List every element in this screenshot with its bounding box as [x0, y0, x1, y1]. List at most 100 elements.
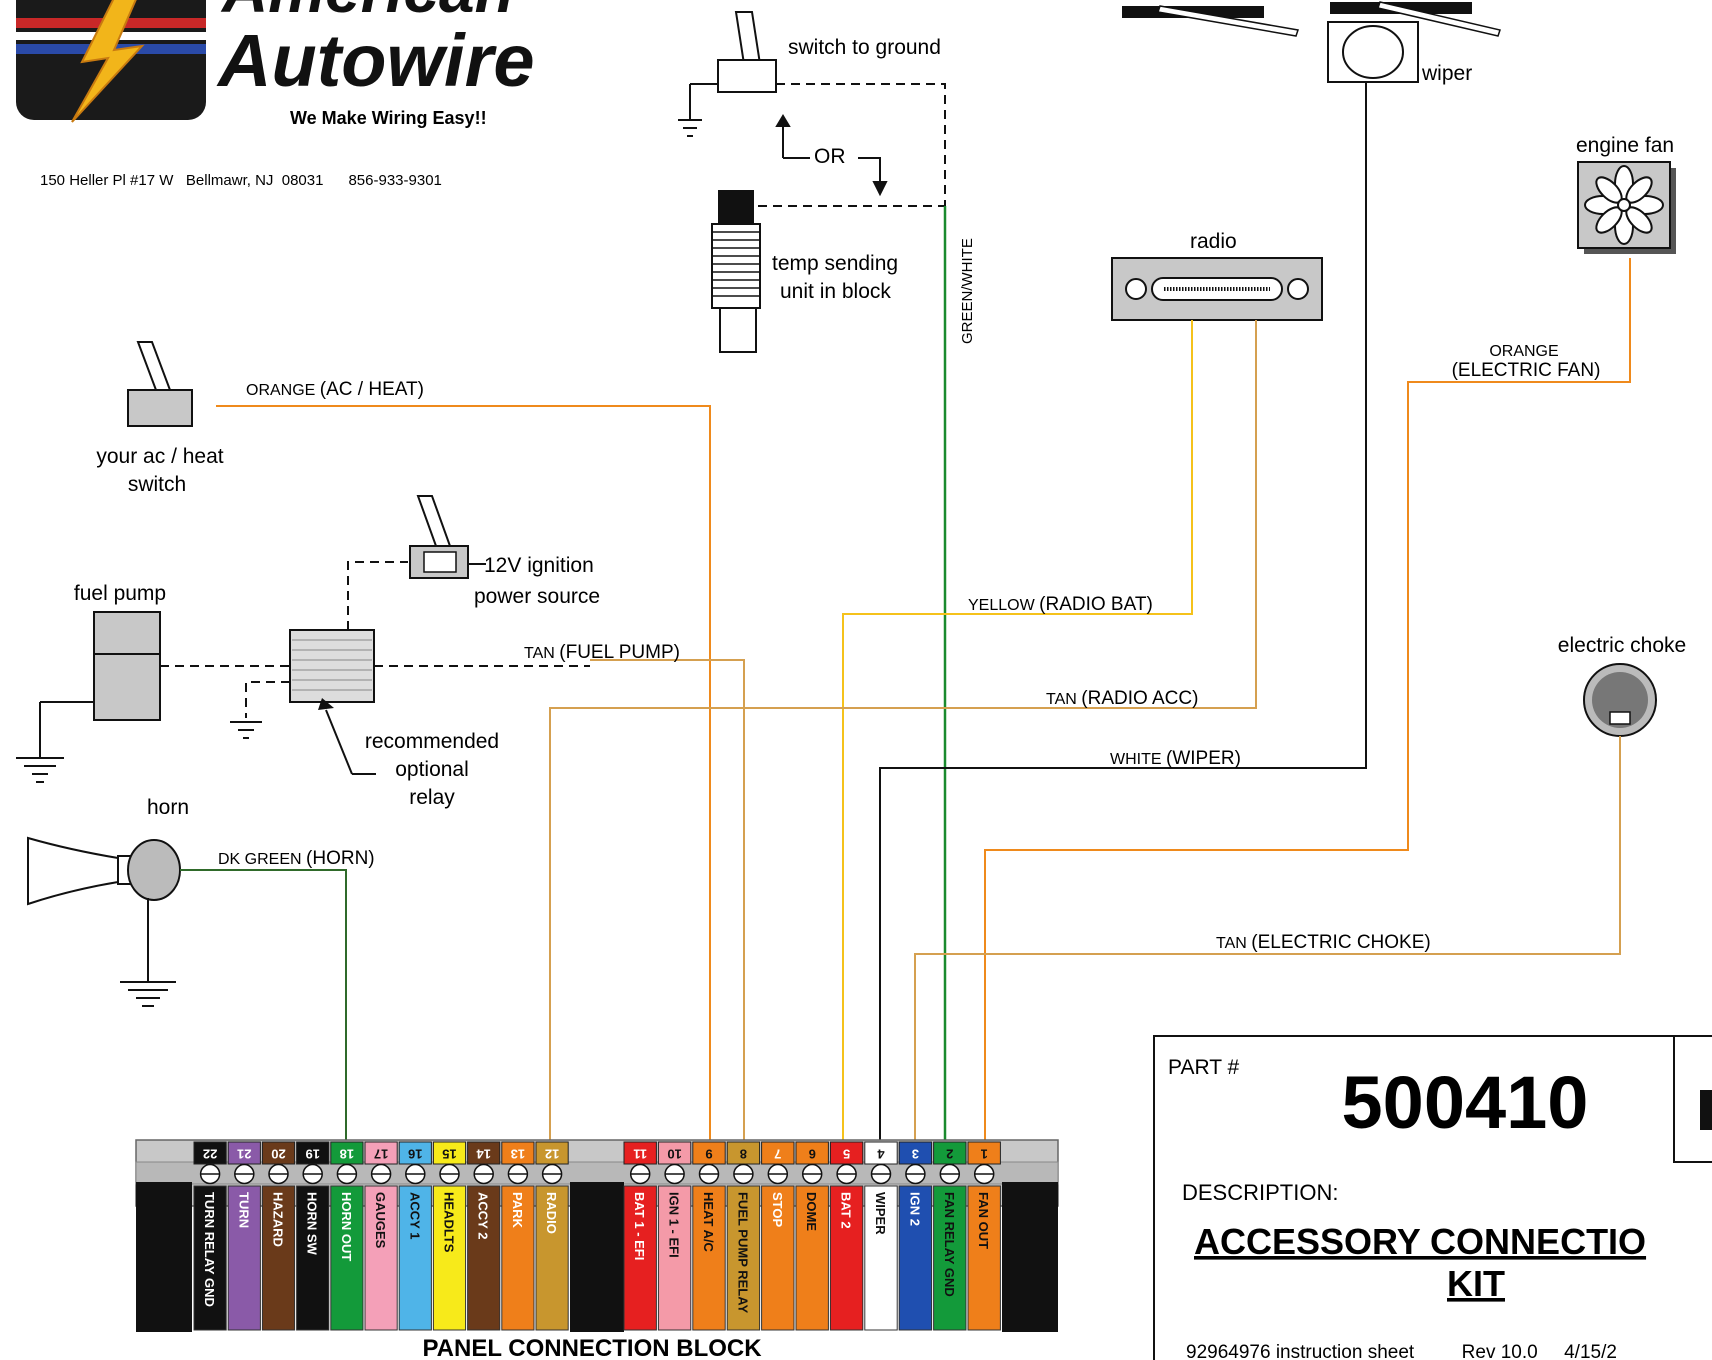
wire-tan-radio-acc	[549, 320, 1257, 1150]
wire-label-white-wiper: WHITE (WIPER)	[1110, 748, 1241, 769]
electric-choke: electric choke	[1558, 634, 1686, 737]
svg-text:YELLOW (RADIO BAT): YELLOW (RADIO BAT)	[968, 594, 1153, 615]
wire-label-orange-fan: ORANGE (ELECTRIC FAN)	[1452, 343, 1601, 381]
relay-label-1: recommended	[365, 730, 499, 753]
terminal-number: 1	[981, 1147, 988, 1162]
terminal-label: FAN OUT	[976, 1192, 991, 1249]
ignition-label-2: power source	[474, 585, 600, 608]
terminal-label: IGN 1 - EFI	[667, 1192, 682, 1258]
terminal-label: IGN 2	[907, 1192, 922, 1226]
terminal-label: RADIO	[544, 1192, 559, 1234]
wire-label-orange-ac: ORANGE (AC / HEAT)	[246, 379, 424, 400]
ground-icon	[120, 981, 176, 1007]
terminal-number: 11	[633, 1147, 647, 1162]
switch-to-ground: switch to ground	[678, 11, 941, 137]
tagline: We Make Wiring Easy!!	[290, 108, 487, 128]
description-line1: ACCESSORY CONNECTIO	[1194, 1221, 1646, 1262]
terminal-number: 15	[442, 1147, 456, 1162]
terminal-number: 9	[705, 1147, 712, 1162]
terminal-label: STOP	[770, 1192, 785, 1227]
switch-to-ground-label: switch to ground	[788, 36, 941, 59]
american-autowire-logo: American Autowire We Make Wiring Easy!! …	[16, 0, 535, 189]
terminal-number: 16	[408, 1147, 422, 1162]
wire-label-tan-radio-acc: TAN (RADIO ACC)	[1046, 688, 1198, 709]
svg-text:WHITE (WIPER): WHITE (WIPER)	[1110, 748, 1241, 769]
relay-label-2: optional	[395, 758, 469, 781]
terminal-number: 10	[667, 1147, 681, 1162]
engine-fan: engine fan	[1576, 134, 1676, 254]
wire-orange-ac	[216, 405, 711, 1150]
title-block-footer: 92964976 instruction sheet Rev 10.0 4/15…	[1186, 1342, 1617, 1360]
terminal-number: 8	[740, 1147, 747, 1162]
brand-line1: American	[220, 0, 514, 26]
terminal-number: 19	[305, 1147, 319, 1162]
description-label: DESCRIPTION:	[1182, 1180, 1338, 1205]
wiper-motor: wiper	[1122, 1, 1501, 85]
terminal-label: ACCY 2	[476, 1192, 491, 1239]
terminal-number: 22	[203, 1147, 217, 1162]
ac-heat-switch: your ac / heat switch	[96, 341, 224, 496]
terminal-label: WIPER	[873, 1192, 888, 1235]
wire-white-wiper	[879, 82, 1367, 1150]
optional-relay: recommended optional relay	[289, 629, 499, 809]
description-line2: KIT	[1447, 1263, 1505, 1304]
svg-text:TAN (RADIO ACC): TAN (RADIO ACC)	[1046, 688, 1198, 709]
brand-line2: Autowire	[216, 19, 535, 102]
terminal-label: HAZARD	[271, 1192, 286, 1247]
temp-sender-label-1: temp sending	[772, 252, 898, 275]
fuel-pump-label: fuel pump	[74, 582, 166, 605]
ground-dashed-line	[776, 83, 946, 1150]
terminal-number: 6	[809, 1147, 816, 1162]
relay-label-3: relay	[409, 786, 455, 809]
svg-text:DK GREEN (HORN): DK GREEN (HORN)	[218, 848, 375, 869]
terminal-number: 20	[271, 1147, 285, 1162]
wire-dkgreen-horn	[180, 869, 347, 1150]
temp-sender-label-2: unit in block	[780, 280, 891, 303]
engine-fan-label: engine fan	[1576, 134, 1674, 157]
ac-switch-label-1: your ac / heat	[96, 445, 223, 468]
radio-label: radio	[1190, 230, 1237, 253]
terminal-label: FUEL PUMP RELAY	[735, 1192, 750, 1313]
terminal-label: PARK	[510, 1192, 525, 1228]
terminal-number: 21	[237, 1147, 251, 1162]
company-address: 150 Heller Pl #17 W Bellmawr, NJ 08031 8…	[40, 172, 442, 189]
terminal-number: 12	[545, 1147, 559, 1162]
wire-yellow-radio-bat	[842, 320, 1193, 1150]
wiper-motor-icon	[1342, 25, 1404, 79]
svg-text:TAN (FUEL PUMP): TAN (FUEL PUMP)	[524, 642, 680, 663]
terminal-label: ACCY 1	[407, 1192, 422, 1239]
terminal-number: 7	[774, 1147, 781, 1162]
panel-block-title: PANEL CONNECTION BLOCK	[422, 1335, 762, 1360]
ignition-switch: 12V ignition power source	[409, 495, 600, 608]
wire-label-yellow: YELLOW (RADIO BAT)	[968, 594, 1153, 615]
svg-text:(ELECTRIC FAN): (ELECTRIC FAN)	[1452, 360, 1601, 381]
terminal-number: 18	[340, 1147, 354, 1162]
wire-tan-choke	[914, 736, 1621, 1150]
terminal-label: DOME	[804, 1192, 819, 1231]
or-label: OR	[814, 145, 846, 168]
or-indicator	[775, 114, 888, 197]
terminal-number: 13	[511, 1147, 525, 1162]
terminal-label: BAT 1 - EFI	[632, 1192, 647, 1260]
part-label: PART #	[1168, 1056, 1240, 1079]
wire-label-dkgreen-horn: DK GREEN (HORN)	[218, 848, 375, 869]
